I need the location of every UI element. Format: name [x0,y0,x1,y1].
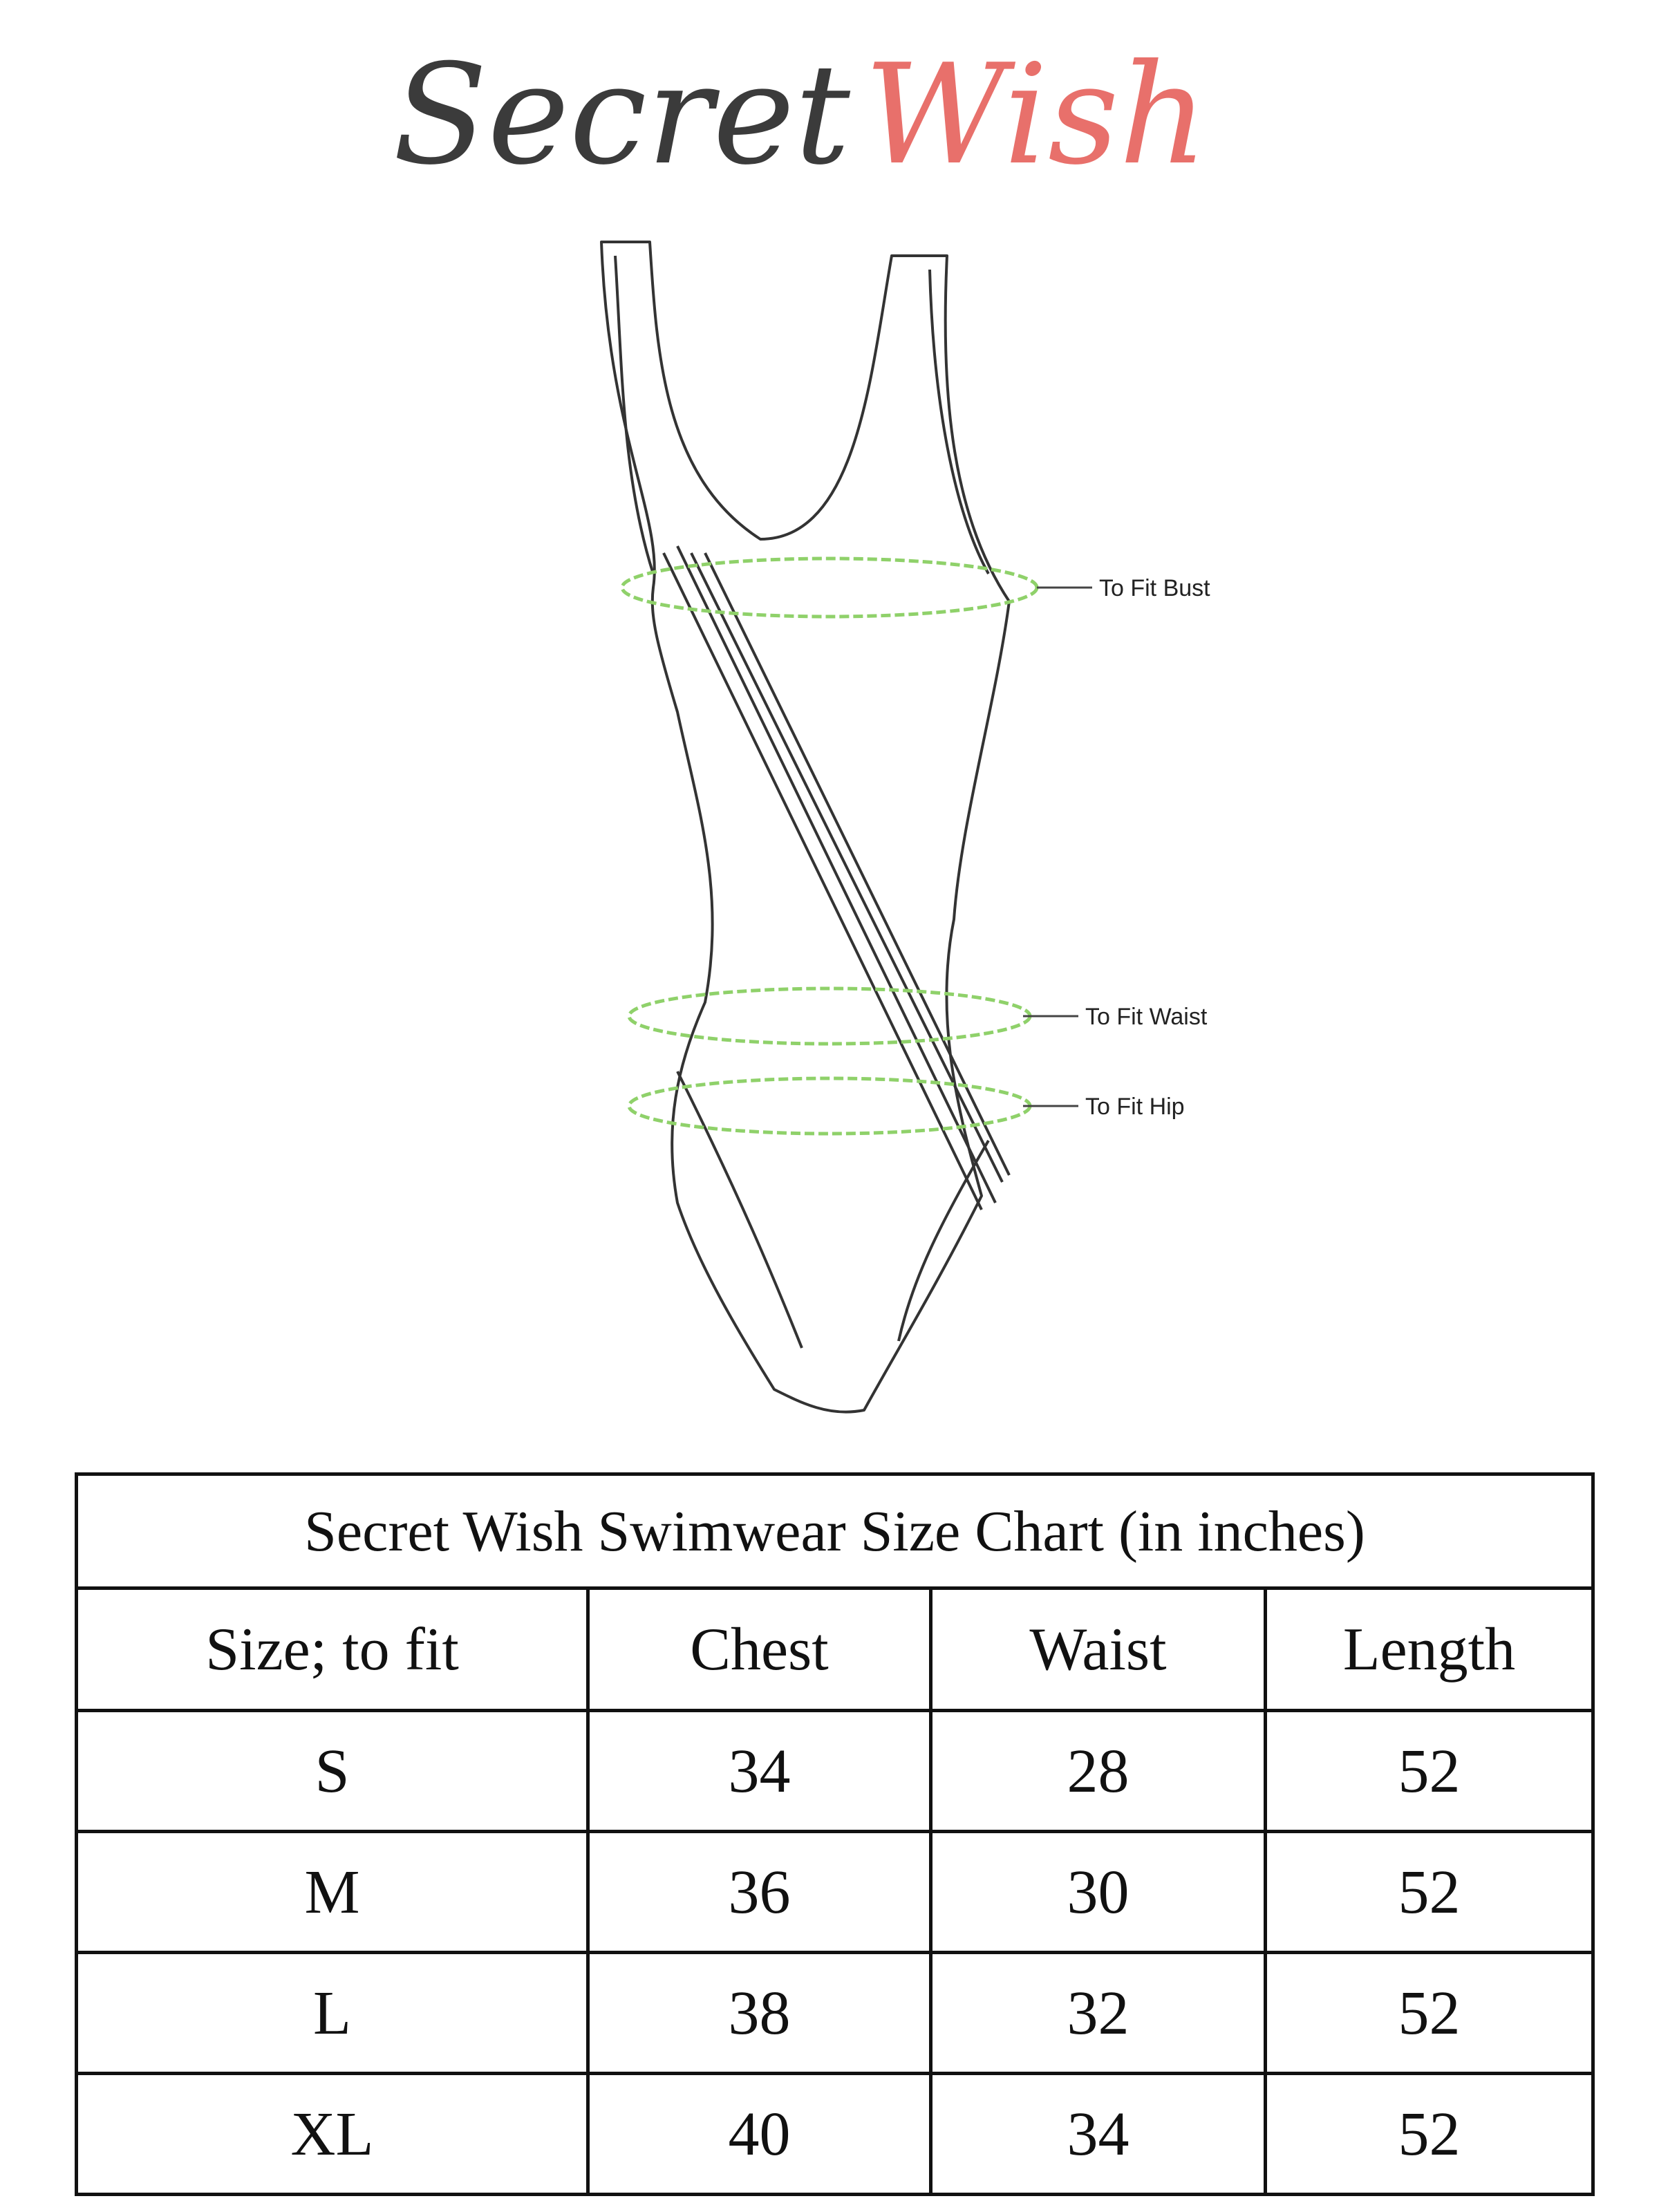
brand-logo: Secret Wish [0,28,1659,187]
cell-chest: 36 [586,1830,932,1954]
leg-opening-left [676,1071,803,1349]
cell-size: XL [75,2072,590,2196]
brand-word-wish: Wish [864,35,1208,187]
bust-measure-ring [620,556,1039,619]
table-row: S 34 28 52 [75,1709,1595,1833]
diagonal-stripe-2 [676,545,997,1203]
diagonal-stripe-3 [690,552,1004,1183]
table-title-row: Secret Wish Swimwear Size Chart (in inch… [75,1472,1595,1590]
cell-waist: 32 [929,1951,1267,2075]
leg-opening-right [897,1139,990,1342]
cell-size: S [75,1709,590,1833]
brand-word-secret: Secret [393,35,850,187]
size-chart-title: Secret Wish Swimwear Size Chart (in inch… [75,1472,1595,1590]
table-row: M 36 30 52 [75,1830,1595,1954]
diagonal-stripe-4 [704,552,1011,1176]
cell-length: 52 [1264,2072,1595,2196]
swimsuit-illustration: To Fit Bust To Fit Waist To Fit Hip [600,241,1210,1414]
waist-measure-ring [627,986,1032,1046]
diagonal-stripe-1 [662,552,983,1210]
header-size: Size; to fit [75,1586,590,1712]
label-to-fit-hip: To Fit Hip [1085,1094,1185,1120]
cell-waist: 28 [929,1709,1267,1833]
label-to-fit-waist: To Fit Waist [1085,1004,1208,1030]
cell-chest: 34 [586,1709,932,1833]
cell-waist: 30 [929,1830,1267,1954]
strap-line-right [928,269,990,574]
table-row: L 38 32 52 [75,1951,1595,2075]
cell-size: M [75,1830,590,1954]
cell-chest: 38 [586,1951,932,2075]
header-length: Length [1264,1586,1595,1712]
header-chest: Chest [586,1586,932,1712]
cell-chest: 40 [586,2072,932,2196]
size-chart-table: Secret Wish Swimwear Size Chart (in inch… [75,1472,1595,2196]
swimsuit-outline [600,241,1011,1414]
table-header-row: Size; to fit Chest Waist Length [75,1586,1595,1712]
swimsuit-diagram: To Fit Bust To Fit Waist To Fit Hip [415,228,1313,1459]
hip-measure-ring [627,1076,1032,1136]
cell-length: 52 [1264,1830,1595,1954]
cell-length: 52 [1264,1951,1595,2075]
cell-waist: 34 [929,2072,1267,2196]
label-to-fit-bust: To Fit Bust [1099,575,1210,601]
table-row: XL 40 34 52 [75,2072,1595,2196]
cell-size: L [75,1951,590,2075]
brand-logo-graphic: Secret Wish [393,35,1208,187]
strap-line-left [614,255,655,574]
cell-length: 52 [1264,1709,1595,1833]
header-waist: Waist [929,1586,1267,1712]
